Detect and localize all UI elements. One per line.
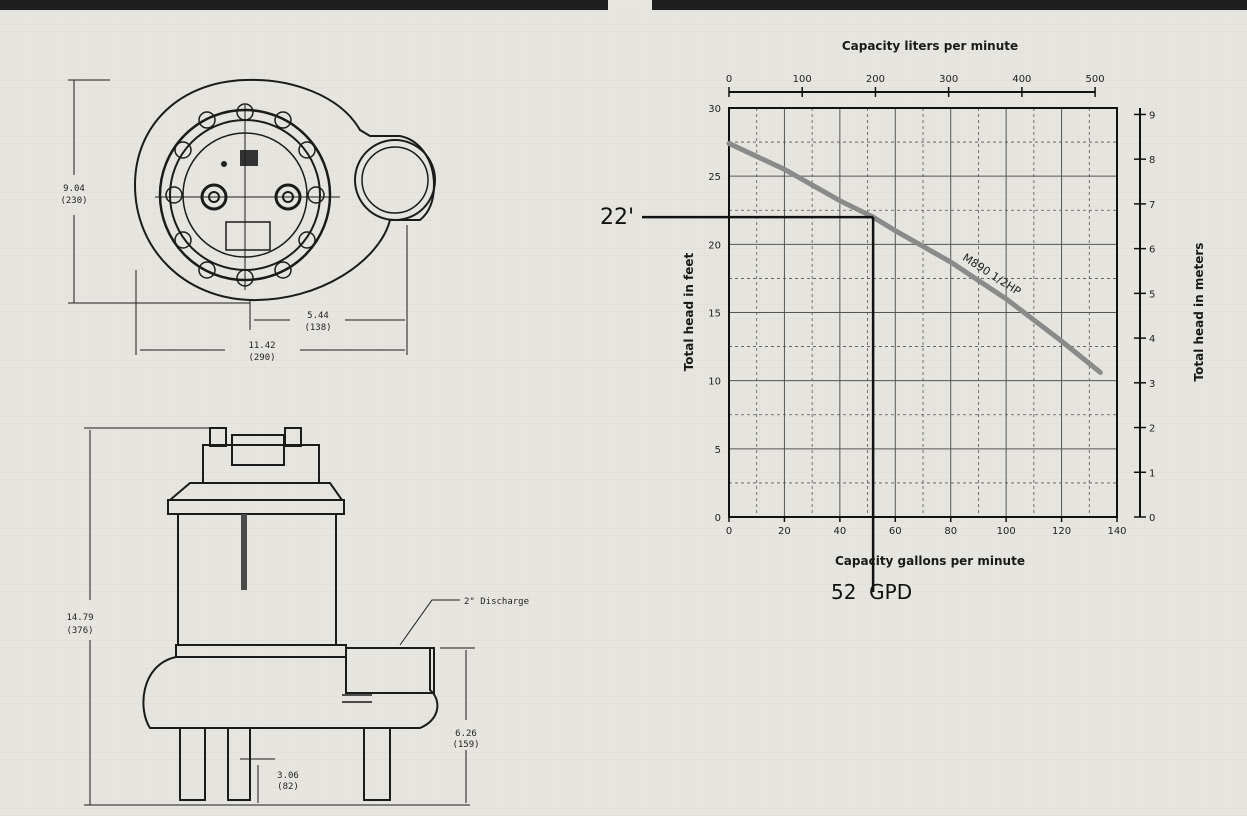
x-tick-label: 100 [997,526,1016,537]
x-top-tick-label: 0 [726,74,732,85]
y-right-tick-label: 9 [1149,110,1155,121]
x-top-tick-label: 300 [939,74,958,85]
x-top-tick-label: 500 [1086,74,1105,85]
x-axis-title: Capacity gallons per minute [835,554,1025,568]
top-offset-dimension-metric: (138) [304,323,331,333]
discharge-label: 2" Discharge [464,597,529,607]
x-top-tick-label: 100 [793,74,812,85]
side-base-dimension-metric: (159) [452,740,479,750]
y-tick-label: 25 [708,172,721,183]
top-banner-left [0,0,608,10]
top-banner-right [652,0,1247,10]
x-tick-label: 40 [833,526,846,537]
y-tick-label: 0 [715,513,721,524]
y-tick-label: 15 [708,309,721,320]
y-tick-label: 20 [708,240,721,251]
x-tick-label: 120 [1052,526,1071,537]
side-height-dimension-metric: (376) [66,626,93,636]
x-tick-label: 20 [778,526,791,537]
plot-area-frame [728,107,1118,518]
top-offset-dimension: 5.44 [307,311,329,321]
series-line-m890 [726,140,1103,375]
y-right-tick-label: 8 [1149,155,1155,166]
y-right-tick-label: 4 [1149,334,1155,345]
side-base-dimension: 6.26 [455,729,477,739]
side-height-dimension: 14.79 [66,613,93,623]
top-width-dimension: 11.42 [248,341,275,351]
side-foot-dimension: 3.06 [277,771,299,781]
y-tick-label: 30 [708,104,721,115]
pump-side-view-drawing [84,427,475,806]
y-tick-label: 10 [708,377,721,388]
paper-background [0,10,1247,816]
y-right-tick-label: 2 [1149,424,1155,435]
operating-point-lines [642,215,875,592]
x-tick-label: 60 [889,526,902,537]
y-right-tick-label: 0 [1149,513,1155,524]
y-right-tick-label: 5 [1149,289,1155,300]
x-top-tick-label: 400 [1012,74,1031,85]
side-foot-dimension-metric: (82) [277,782,299,792]
chart-axes [728,87,1146,522]
operating-head-annotation: 22' [600,205,634,230]
top-height-dimension: 9.04 [63,184,85,194]
y-right-tick-label: 3 [1149,379,1155,390]
y-right-tick-label: 6 [1149,245,1155,256]
x-top-axis-title: Capacity liters per minute [842,39,1018,53]
y-right-tick-label: 1 [1149,468,1155,479]
y-tick-label: 5 [715,445,721,456]
x-top-tick-label: 200 [866,74,885,85]
x-tick-label: 140 [1107,526,1126,537]
chart-grid [729,108,1117,517]
operating-flow-annotation: 52 GPD [831,580,912,604]
y-right-axis-title: Total head in meters [1192,243,1206,382]
top-height-dimension-metric: (230) [60,196,87,206]
x-tick-label: 80 [944,526,957,537]
y-axis-title: Total head in feet [682,252,696,371]
pump-top-view-drawing [68,78,436,355]
x-tick-label: 0 [726,526,732,537]
y-right-tick-label: 7 [1149,200,1155,211]
top-width-dimension-metric: (290) [248,353,275,363]
